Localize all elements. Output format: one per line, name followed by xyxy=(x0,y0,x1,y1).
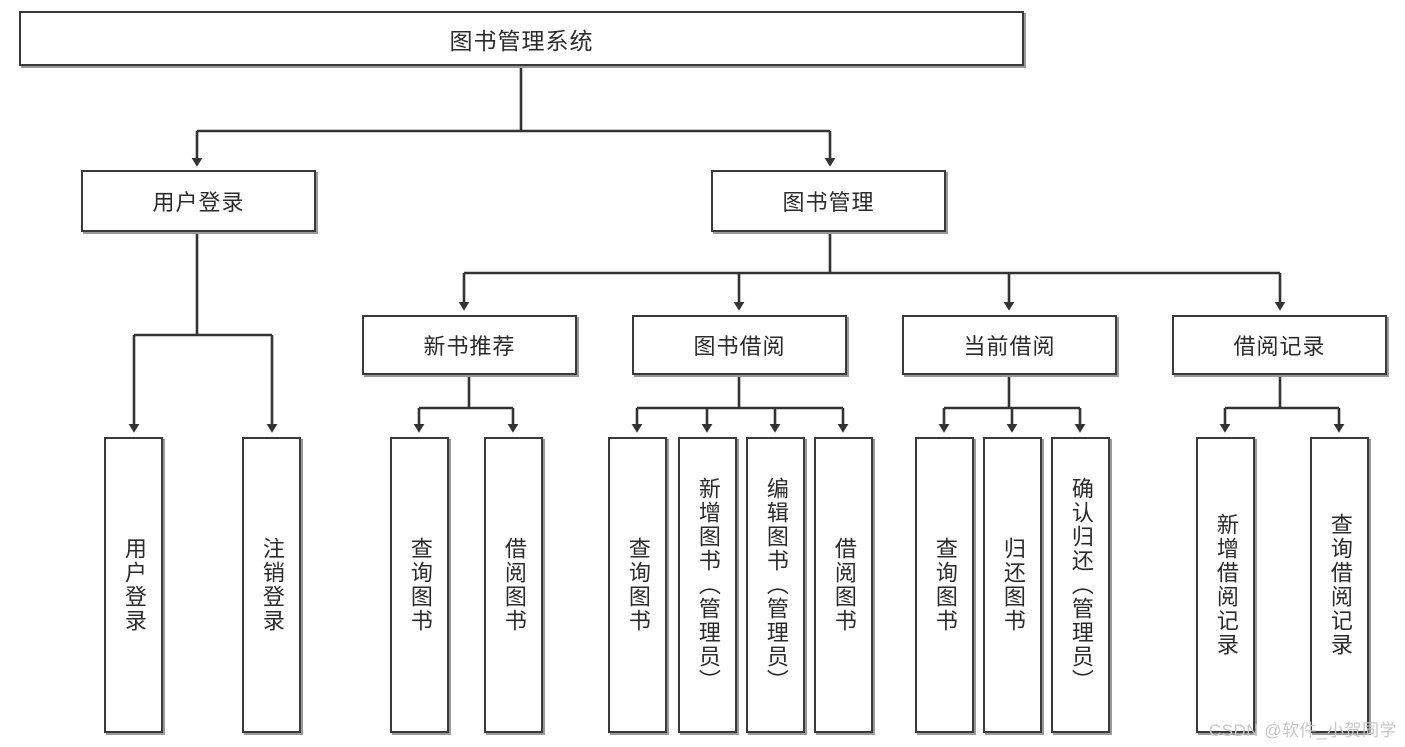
node-label: 图书借阅 xyxy=(693,334,786,359)
leaf-book-borrow-add-book-admin[interactable]: 新增图书（管理员） xyxy=(678,437,737,733)
leaf-label: 用户登录 xyxy=(121,537,147,633)
leaf-label: 查询图书 xyxy=(407,537,433,633)
leaf-book-borrow-edit-book-admin[interactable]: 编辑图书（管理员） xyxy=(746,437,805,733)
node-label: 借阅记录 xyxy=(1233,334,1326,359)
leaf-user-login-login[interactable]: 用户登录 xyxy=(104,437,163,733)
leaf-label: 查询图书 xyxy=(625,537,651,633)
leaf-borrow-record-add-record[interactable]: 新增借阅记录 xyxy=(1196,437,1255,733)
node-current-borrow[interactable]: 当前借阅 xyxy=(902,315,1117,375)
leaf-new-book-borrow-book[interactable]: 借阅图书 xyxy=(484,437,543,733)
leaf-label: 归还图书 xyxy=(1000,537,1026,633)
leaf-borrow-record-query-record[interactable]: 查询借阅记录 xyxy=(1310,437,1369,733)
node-new-book-recommend[interactable]: 新书推荐 xyxy=(362,315,577,375)
node-label: 新书推荐 xyxy=(423,334,516,359)
leaf-label: 确认归还（管理员） xyxy=(1068,477,1094,693)
leaf-user-login-logout[interactable]: 注销登录 xyxy=(242,437,301,733)
leaf-new-book-query-book[interactable]: 查询图书 xyxy=(390,437,449,733)
leaf-label: 新增图书（管理员） xyxy=(695,477,721,693)
leaf-current-borrow-query-book[interactable]: 查询图书 xyxy=(915,437,974,733)
node-label: 当前借阅 xyxy=(963,334,1056,359)
watermark: CSDN @软件_小贺同学 xyxy=(1208,721,1397,740)
leaf-book-borrow-borrow-book[interactable]: 借阅图书 xyxy=(814,437,873,733)
leaf-label: 借阅图书 xyxy=(501,537,527,633)
leaf-current-borrow-confirm-return-admin[interactable]: 确认归还（管理员） xyxy=(1051,437,1110,733)
node-user-login[interactable]: 用户登录 xyxy=(81,170,316,232)
node-borrow-record[interactable]: 借阅记录 xyxy=(1172,315,1387,375)
leaf-label: 注销登录 xyxy=(259,537,285,633)
leaf-label: 查询图书 xyxy=(932,537,958,633)
leaf-label: 借阅图书 xyxy=(831,537,857,633)
leaf-label: 查询借阅记录 xyxy=(1327,513,1353,657)
node-book-borrow[interactable]: 图书借阅 xyxy=(632,315,847,375)
leaf-label: 编辑图书（管理员） xyxy=(763,477,789,693)
leaf-book-borrow-query-book[interactable]: 查询图书 xyxy=(608,437,667,733)
node-label: 用户登录 xyxy=(152,190,245,215)
node-label: 图书管理 xyxy=(782,190,875,215)
node-label: 图书管理系统 xyxy=(449,27,594,54)
leaf-current-borrow-return-book[interactable]: 归还图书 xyxy=(983,437,1042,733)
node-book-management[interactable]: 图书管理 xyxy=(711,170,946,232)
node-root-book-management-system[interactable]: 图书管理系统 xyxy=(19,11,1024,66)
leaf-label: 新增借阅记录 xyxy=(1213,513,1239,657)
